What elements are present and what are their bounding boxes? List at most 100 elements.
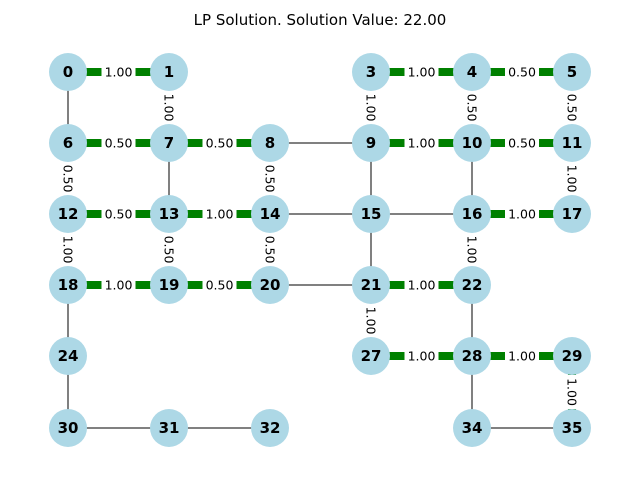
node-label: 14 [260, 205, 281, 223]
edge-weight-label: 0.50 [564, 90, 580, 125]
node-circle [251, 266, 289, 304]
graph-node: 34 [453, 409, 491, 447]
edge-weight-label: 1.00 [363, 90, 379, 125]
edge-label-background [101, 135, 136, 151]
node-circle [453, 195, 491, 233]
node-label: 11 [562, 134, 583, 152]
graph-node: 9 [352, 124, 390, 162]
node-circle [49, 53, 87, 91]
edge-label-background [505, 348, 539, 364]
edge-weight-label: 1.00 [60, 232, 76, 267]
graph-node: 30 [49, 409, 87, 447]
graph-node: 19 [150, 266, 188, 304]
edge-weight-label: 0.50 [262, 161, 278, 196]
node-label: 16 [462, 205, 483, 223]
node-label: 7 [164, 134, 174, 152]
node-circle [453, 266, 491, 304]
node-circle [352, 53, 390, 91]
edge-weight-text: 0.50 [105, 207, 133, 222]
edge-label-background [60, 232, 76, 267]
graph-node: 6 [49, 124, 87, 162]
plot-title: LP Solution. Solution Value: 22.00 [193, 11, 447, 29]
edge-label-background [262, 161, 278, 196]
node-circle [553, 409, 591, 447]
edge-weight-text: 0.50 [263, 236, 278, 264]
edge-label-background [161, 232, 177, 267]
edge-label-background [363, 303, 379, 338]
node-circle [49, 266, 87, 304]
edge-weight-text: 0.50 [508, 65, 536, 80]
edge-label-background [564, 90, 580, 125]
graph-node: 5 [553, 53, 591, 91]
node-circle [352, 195, 390, 233]
node-circle [251, 409, 289, 447]
graph-node: 3 [352, 53, 390, 91]
edge-weight-label: 0.50 [60, 161, 76, 196]
edge-weight-label: 0.50 [161, 232, 177, 267]
edge-weight-label: 1.00 [404, 64, 439, 80]
node-circle [251, 195, 289, 233]
edge-weight-text: 0.50 [263, 165, 278, 193]
edge-label-background [101, 277, 136, 293]
edge-label-background [60, 161, 76, 196]
node-label: 30 [58, 419, 79, 437]
edge-weight-label: 0.50 [505, 135, 539, 151]
node-label: 21 [361, 276, 382, 294]
node-label: 17 [562, 205, 583, 223]
node-circle [553, 337, 591, 375]
edge-weight-text: 0.50 [206, 136, 234, 151]
edge-weight-text: 0.50 [105, 136, 133, 151]
edge-weight-text: 1.00 [105, 278, 133, 293]
node-label: 15 [361, 205, 382, 223]
edge-weight-text: 0.50 [162, 236, 177, 264]
edge-weight-label: 0.50 [101, 135, 136, 151]
edge-weight-text: 1.00 [61, 236, 76, 264]
edge-weight-text: 1.00 [408, 65, 436, 80]
edge-label-background [564, 161, 580, 196]
graph-node: 31 [150, 409, 188, 447]
edge-label-background [363, 90, 379, 125]
edge-weight-label: 1.00 [505, 206, 539, 222]
graph-node: 7 [150, 124, 188, 162]
node-label: 19 [159, 276, 180, 294]
edge-weight-label: 1.00 [101, 64, 136, 80]
edge-label-background [464, 232, 480, 267]
node-label: 20 [260, 276, 281, 294]
graph-node: 27 [352, 337, 390, 375]
edge-weight-text: 1.00 [408, 136, 436, 151]
node-label: 12 [58, 205, 79, 223]
node-label: 1 [164, 63, 174, 81]
edge-weight-text: 1.00 [508, 349, 536, 364]
node-circle [453, 53, 491, 91]
graph-node: 22 [453, 266, 491, 304]
node-circle [150, 124, 188, 162]
node-label: 0 [63, 63, 73, 81]
node-circle [49, 337, 87, 375]
edge-label-background [564, 375, 580, 409]
node-label: 29 [562, 347, 583, 365]
edge-weight-text: 1.00 [162, 94, 177, 122]
node-circle [49, 409, 87, 447]
graph-node: 8 [251, 124, 289, 162]
graph-node: 35 [553, 409, 591, 447]
graph-node: 14 [251, 195, 289, 233]
edge-weight-text: 1.00 [408, 278, 436, 293]
edge-label-background [101, 64, 136, 80]
node-label: 5 [567, 63, 577, 81]
edge-weight-label: 0.50 [262, 232, 278, 267]
edge-weight-label: 0.50 [505, 64, 539, 80]
node-circle [49, 124, 87, 162]
node-label: 27 [361, 347, 382, 365]
node-circle [553, 53, 591, 91]
graph-node: 20 [251, 266, 289, 304]
edge-weight-label: 1.00 [202, 206, 237, 222]
edge-weight-label: 0.50 [464, 90, 480, 125]
node-label: 13 [159, 205, 180, 223]
edge-label-background [464, 90, 480, 125]
edge-label-background [404, 135, 439, 151]
node-circle [251, 124, 289, 162]
node-circle [150, 195, 188, 233]
edge-weight-label: 0.50 [101, 206, 136, 222]
